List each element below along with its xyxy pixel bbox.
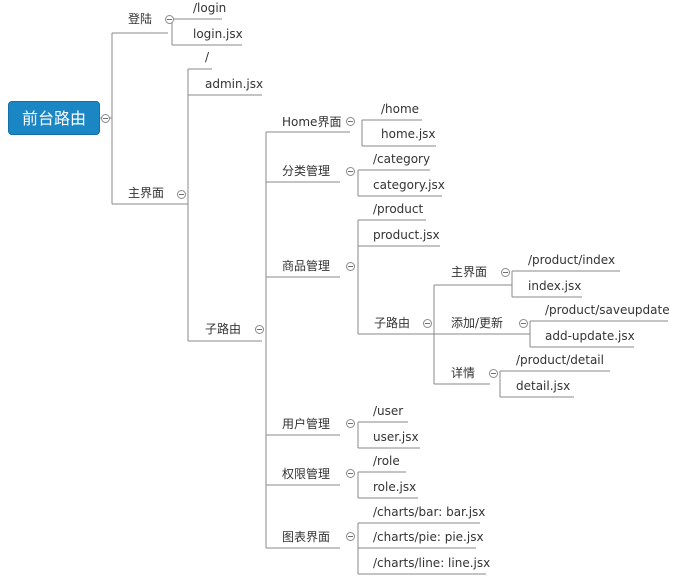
product-addupdate-node[interactable]: 添加/更新: [451, 316, 504, 330]
user-file[interactable]: user.jsx: [373, 430, 419, 444]
product-addupdate-collapse-icon[interactable]: [519, 319, 528, 328]
main-node[interactable]: 主界面: [128, 186, 165, 200]
login-node[interactable]: 登陆: [128, 12, 153, 26]
user-node[interactable]: 用户管理: [282, 417, 331, 431]
root-node[interactable]: 前台路由: [8, 101, 100, 135]
main-collapse-icon[interactable]: [177, 190, 186, 199]
role-file[interactable]: role.jsx: [373, 480, 417, 494]
root-collapse-icon[interactable]: [101, 114, 110, 123]
category-path[interactable]: /category: [373, 152, 431, 166]
role-node[interactable]: 权限管理: [282, 467, 331, 481]
product-main-collapse-icon[interactable]: [501, 268, 510, 277]
home-collapse-icon[interactable]: [346, 117, 355, 126]
subroutes-collapse-icon[interactable]: [255, 325, 264, 334]
login-file[interactable]: login.jsx: [193, 27, 243, 41]
product-addupdate-path[interactable]: /product/saveupdate: [545, 303, 670, 317]
product-detail-collapse-icon[interactable]: [489, 369, 498, 378]
product-detail-file[interactable]: detail.jsx: [516, 379, 571, 393]
product-subroutes-node[interactable]: 子路由: [374, 316, 411, 330]
role-collapse-icon[interactable]: [346, 469, 355, 478]
charts-pie-route[interactable]: /charts/pie: pie.jsx: [373, 530, 484, 544]
login-collapse-icon[interactable]: [165, 15, 174, 24]
user-path[interactable]: /user: [373, 404, 404, 418]
charts-collapse-icon[interactable]: [346, 532, 355, 541]
category-file[interactable]: category.jsx: [373, 178, 445, 192]
category-node[interactable]: 分类管理: [282, 164, 331, 178]
user-collapse-icon[interactable]: [346, 419, 355, 428]
product-main-file[interactable]: index.jsx: [528, 279, 582, 293]
category-collapse-icon[interactable]: [346, 167, 355, 176]
product-detail-path[interactable]: /product/detail: [516, 353, 604, 367]
main-path[interactable]: /: [205, 50, 210, 64]
product-node[interactable]: 商品管理: [282, 259, 331, 273]
home-node[interactable]: Home界面: [282, 115, 342, 129]
product-addupdate-file[interactable]: add-update.jsx: [545, 329, 635, 343]
home-path[interactable]: /home: [381, 102, 420, 116]
login-path[interactable]: /login: [193, 1, 227, 15]
root-node-label: 前台路由: [21, 109, 86, 128]
role-path[interactable]: /role: [373, 454, 400, 468]
charts-bar-route[interactable]: /charts/bar: bar.jsx: [373, 505, 486, 519]
main-file[interactable]: admin.jsx: [205, 77, 264, 91]
product-subroutes-collapse-icon[interactable]: [423, 319, 432, 328]
product-collapse-icon[interactable]: [346, 262, 355, 271]
product-file[interactable]: product.jsx: [373, 228, 440, 242]
subroutes-node[interactable]: 子路由: [205, 322, 242, 336]
home-file[interactable]: home.jsx: [381, 127, 436, 141]
product-main-node[interactable]: 主界面: [451, 265, 488, 279]
charts-node[interactable]: 图表界面: [282, 530, 331, 544]
product-path[interactable]: /product: [373, 202, 424, 216]
product-detail-node[interactable]: 详情: [451, 366, 476, 380]
charts-line-route[interactable]: /charts/line: line.jsx: [373, 556, 491, 570]
product-main-path[interactable]: /product/index: [528, 253, 616, 267]
